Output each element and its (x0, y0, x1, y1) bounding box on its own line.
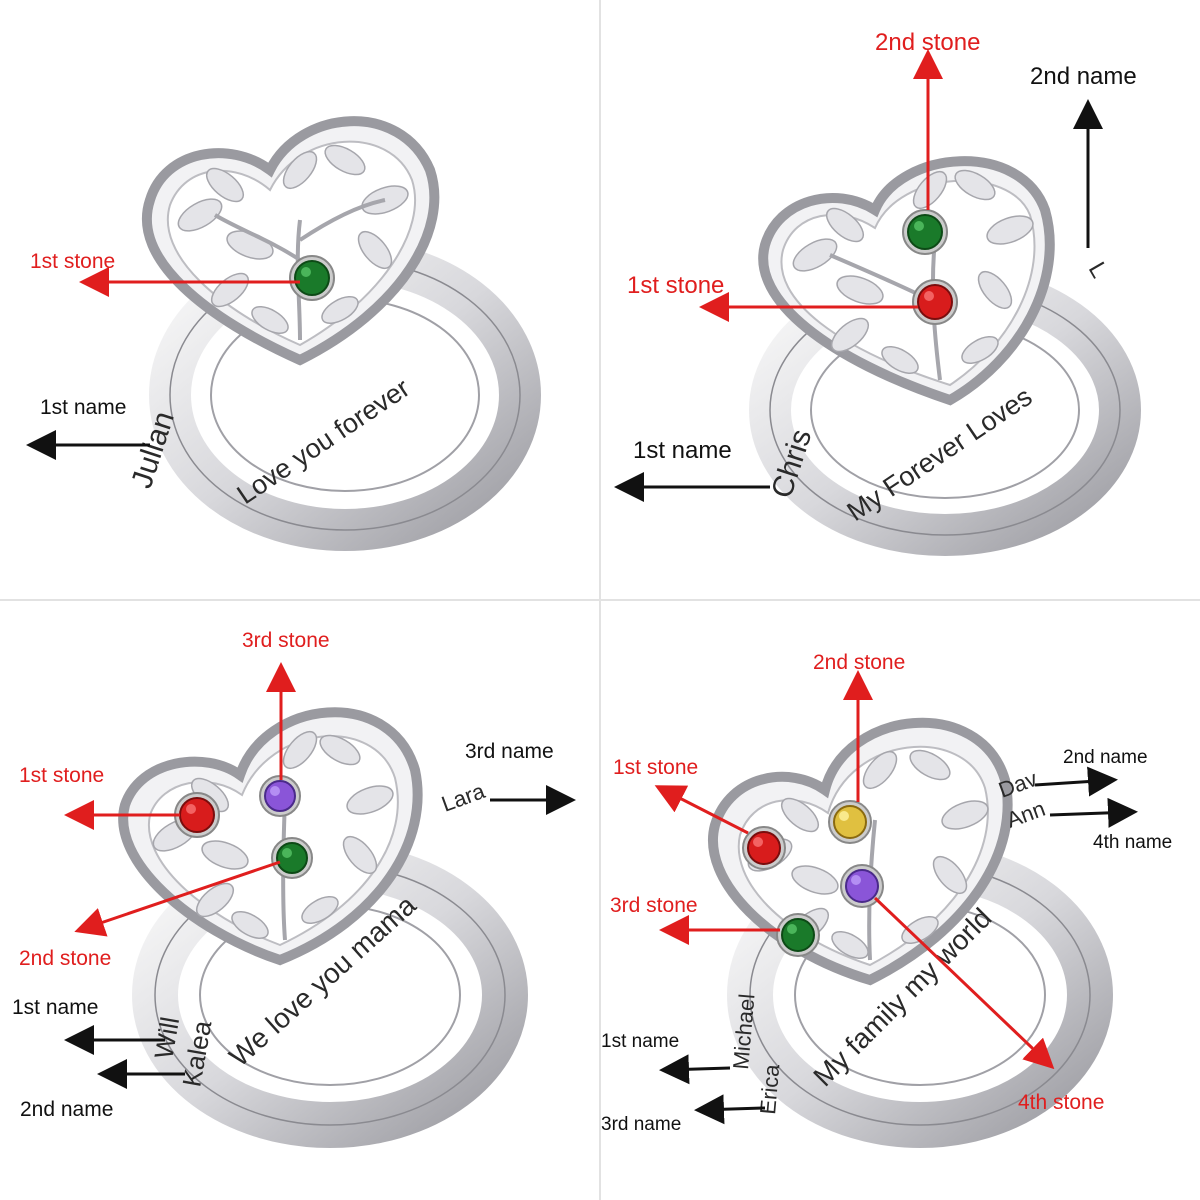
label-2nd-stone: 2nd stone (813, 651, 906, 674)
label-1st-name: 1st name (40, 396, 127, 419)
label-4th-stone: 4th stone (1018, 1091, 1105, 1114)
engraving-name-3: Erica (755, 1063, 784, 1116)
label-3rd-name: 3rd name (465, 740, 554, 763)
gem-red (912, 279, 958, 325)
gem-purple (840, 864, 884, 908)
label-3rd-stone: 3rd stone (610, 894, 698, 917)
gem-red (174, 792, 220, 838)
heart-setting (758, 156, 1055, 406)
heart-setting (708, 717, 1013, 986)
panel-three-stone-ring: Will Kalea Lara We love you mama 3rd sto… (0, 600, 600, 1200)
heart-setting (118, 707, 423, 966)
gem-green (271, 837, 313, 879)
heart-setting (141, 116, 440, 366)
arrow-1st-stone (654, 785, 749, 835)
arrow-2nd-name (1034, 766, 1118, 797)
gem-yellow (828, 800, 872, 844)
label-2nd-name: 2nd name (20, 1098, 114, 1121)
gem-red (742, 826, 786, 870)
engraving-name-2: L (1083, 258, 1113, 283)
gem-green (776, 913, 820, 957)
label-4th-name: 4th name (1093, 832, 1173, 853)
gem-green (289, 255, 335, 301)
ring-one-illustration: Julian Love you forever (25, 116, 541, 551)
ring-three-illustration: Will Kalea Lara We love you mama (64, 662, 576, 1148)
arrow-4th-name (1049, 797, 1138, 828)
engraving-name-3: Lara (438, 778, 489, 817)
label-1st-name: 1st name (601, 1031, 680, 1052)
label-1st-name: 1st name (633, 437, 732, 464)
label-2nd-stone: 2nd stone (875, 29, 981, 56)
horizontal-divider (0, 599, 1200, 601)
panel-one-stone-ring: Julian Love you forever 1st stone 1st na… (0, 0, 600, 600)
label-3rd-name: 3rd name (601, 1114, 682, 1135)
label-2nd-name: 2nd name (1030, 63, 1137, 90)
ring-two-illustration: Chris L My Forever Loves (614, 49, 1141, 556)
gem-purple (259, 775, 301, 817)
label-3rd-stone: 3rd stone (242, 629, 330, 652)
label-2nd-name: 2nd name (1063, 747, 1148, 768)
panel-two-stone-ring: Chris L My Forever Loves 2nd stone 2nd n… (600, 0, 1200, 600)
arrow-4th-stone (873, 896, 1055, 1070)
label-1st-stone: 1st stone (30, 250, 116, 273)
panel-four-stone-ring: Michael Dav Erica Ann My family my world… (600, 600, 1200, 1200)
label-1st-name: 1st name (12, 996, 99, 1019)
gem-green (902, 209, 948, 255)
arrow-2nd-stone (74, 860, 281, 937)
label-1st-stone: 1st stone (627, 272, 725, 299)
arrow-1st-name (659, 1054, 731, 1085)
ring-four-illustration: Michael Dav Erica Ann My family my world (654, 670, 1138, 1148)
label-1st-stone: 1st stone (19, 764, 105, 787)
label-1st-stone: 1st stone (613, 756, 699, 779)
label-2nd-stone: 2nd stone (19, 947, 112, 970)
arrow-3rd-name (694, 1094, 766, 1125)
engraving-name-1: Will (148, 1015, 185, 1061)
